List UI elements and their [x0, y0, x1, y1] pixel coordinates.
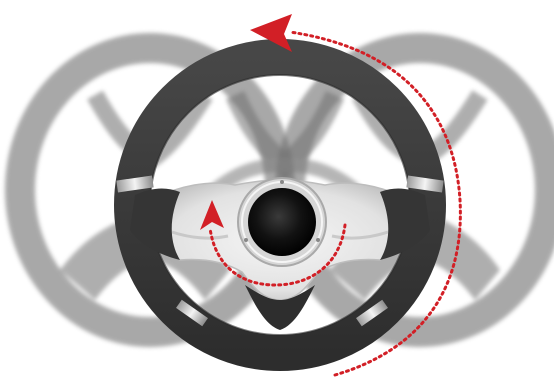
- horn-cap: [248, 188, 316, 256]
- main-wheel: [116, 57, 443, 353]
